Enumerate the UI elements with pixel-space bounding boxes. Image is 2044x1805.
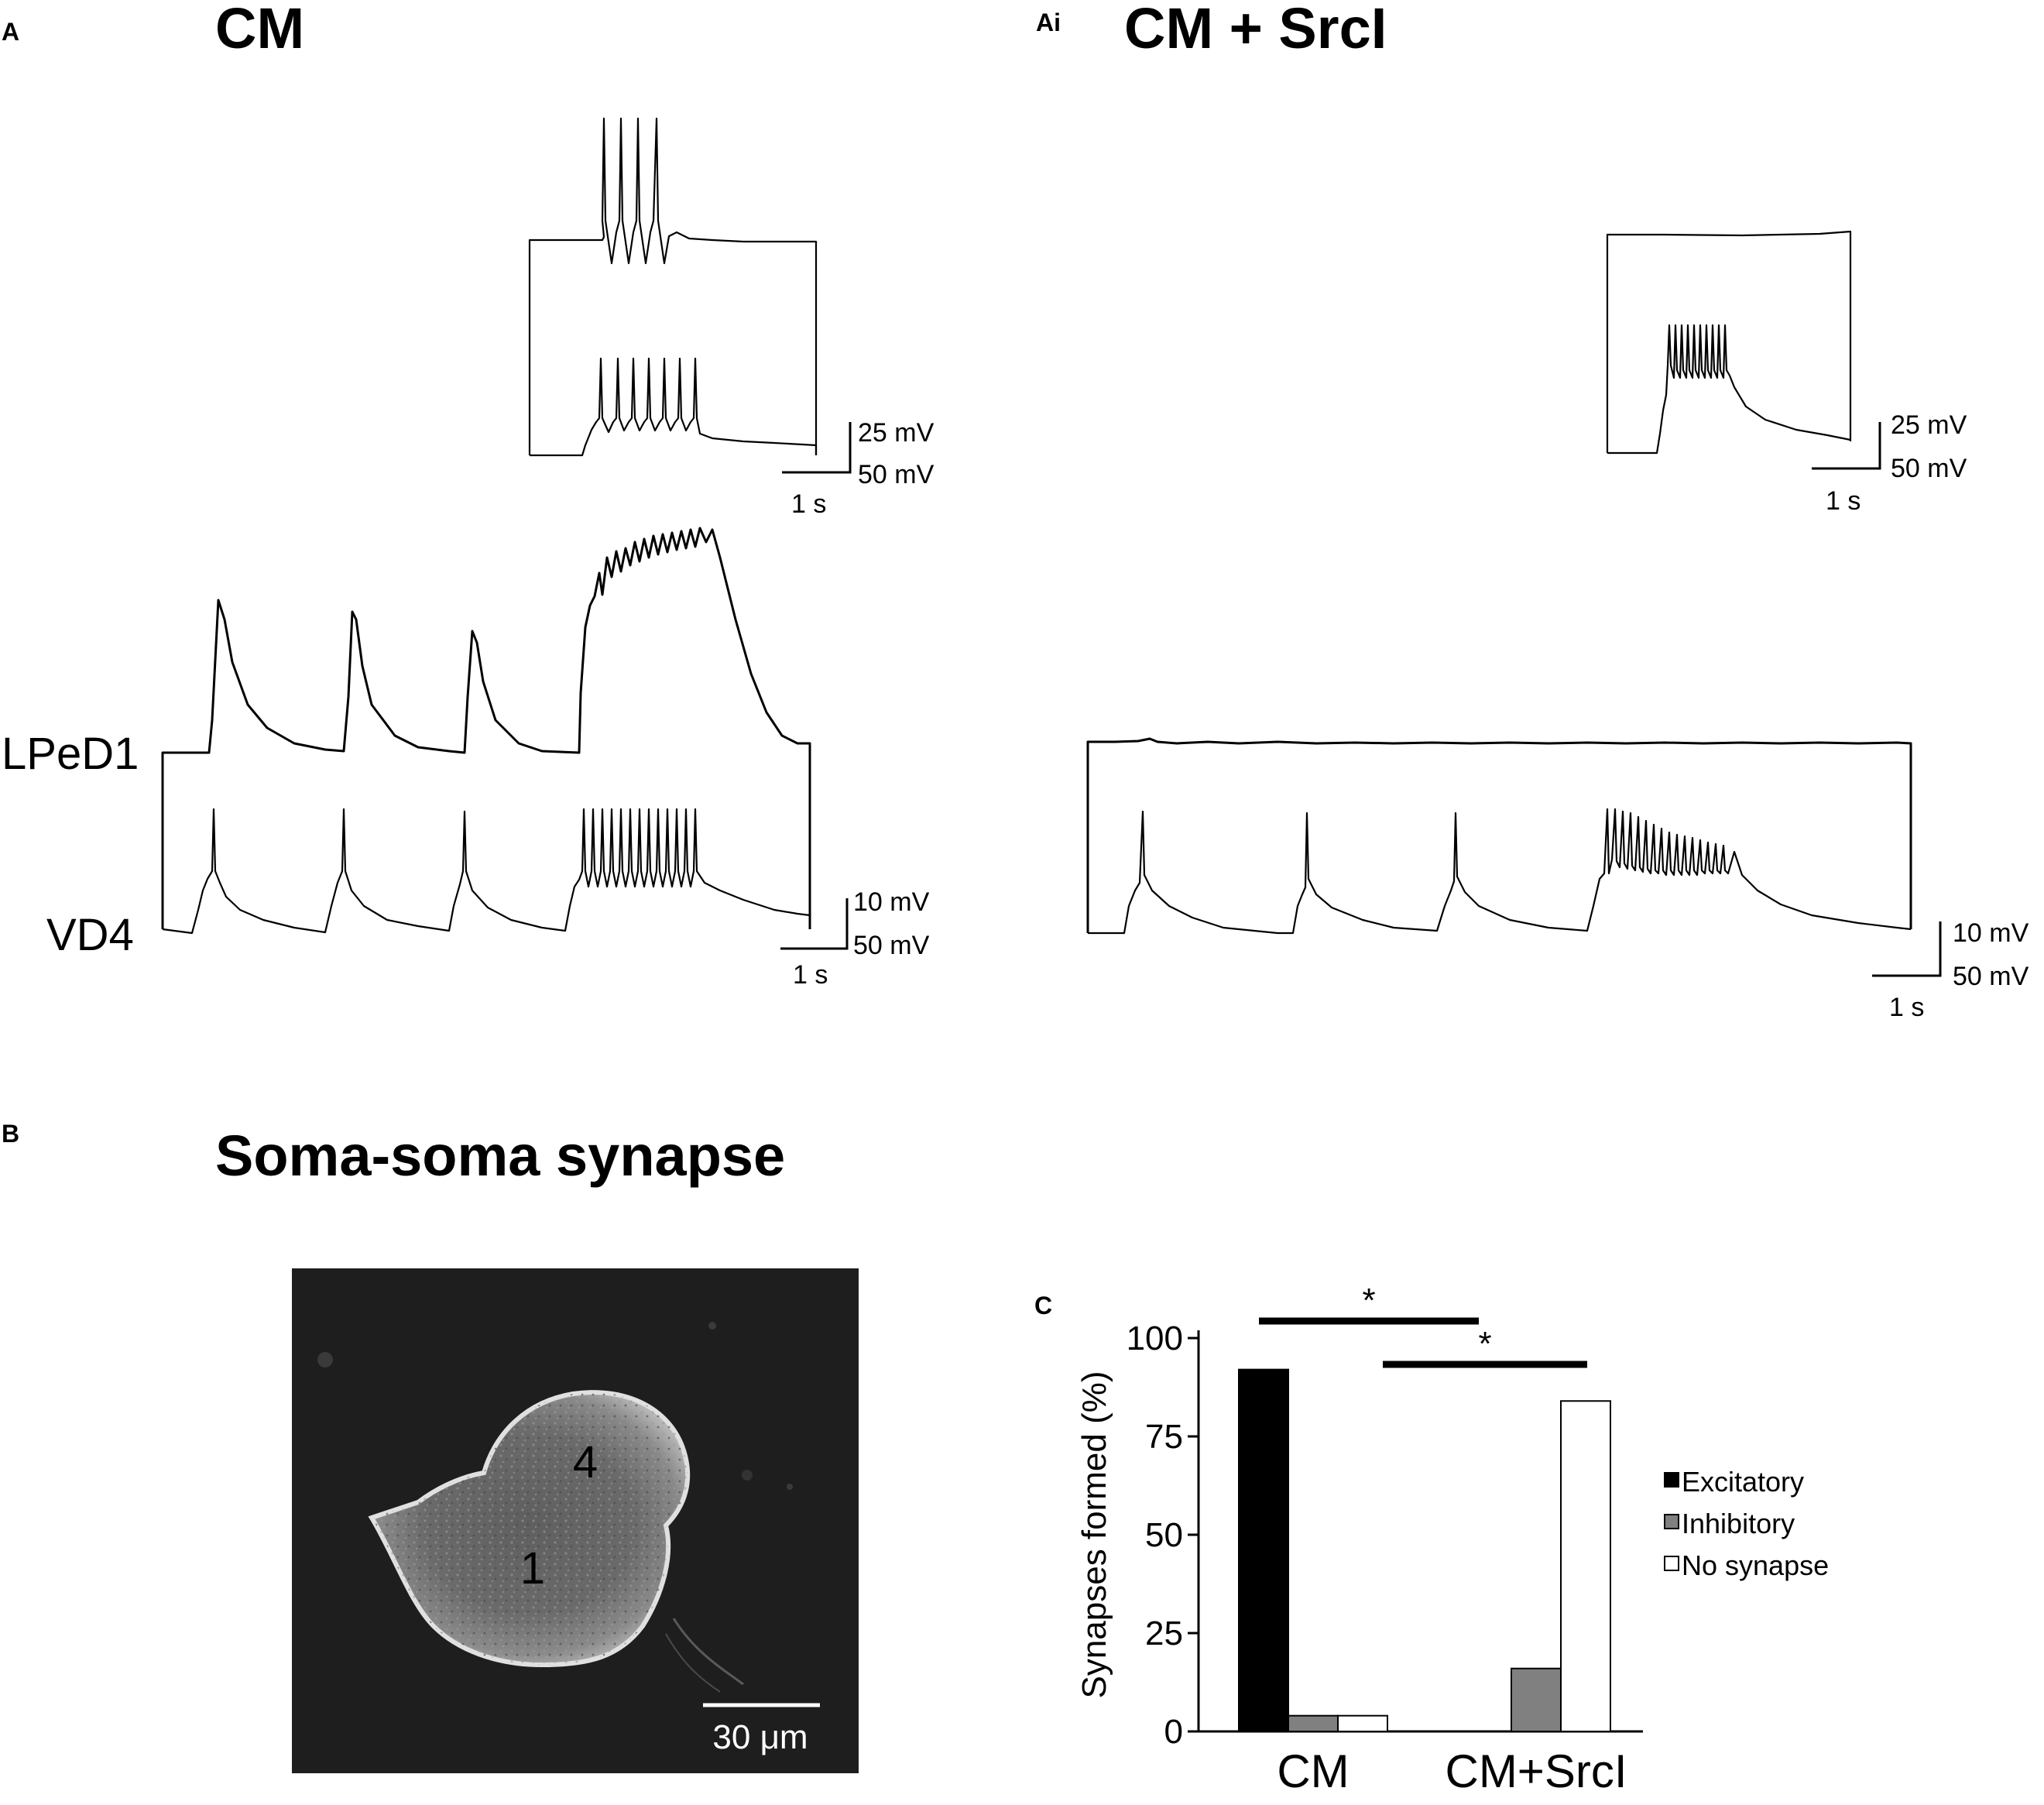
lped1-trace-bottom-a	[161, 527, 811, 929]
cell-number-1: 1	[520, 1543, 545, 1594]
panel-title-b: Soma-soma synapse	[215, 1124, 785, 1188]
y-axis-label: Synapses formed (%)	[1075, 1371, 1113, 1698]
scale-label-ai-bottom-v2: 50 mV	[1953, 962, 2029, 991]
panel-letter-ai: Ai	[1036, 9, 1061, 36]
vd4-trace-bottom-ai	[1088, 808, 1912, 935]
y-tick-label: 75	[1145, 1418, 1183, 1456]
y-tick-label: 25	[1145, 1615, 1183, 1652]
micrograph: 4 1 30 μm	[292, 1268, 859, 1773]
vd4-trace-bottom-a	[162, 808, 811, 935]
legend-swatch	[1664, 1514, 1679, 1529]
vd4-trace-top-a	[530, 357, 818, 457]
scale-label-ai-top-v2: 50 mV	[1891, 454, 1967, 483]
panel-letter-a: A	[2, 18, 19, 46]
panel-letter-c: C	[1034, 1292, 1052, 1319]
scale-bar-a-bottom: 10 mV 50 mV 1 s	[780, 887, 930, 990]
scale-label-a-bottom-t: 1 s	[793, 960, 828, 990]
scale-bar-ai-top: 25 mV 50 mV 1 s	[1812, 410, 1967, 516]
scale-label-ai-bottom-v1: 10 mV	[1953, 918, 2029, 948]
panel-title-ai: CM + SrcI	[1124, 0, 1387, 60]
cell-label-lped1: LPeD1	[2, 729, 139, 779]
legend-label: Excitatory	[1682, 1466, 1804, 1498]
scale-bar-ai-bottom: 10 mV 50 mV 1 s	[1872, 918, 2029, 1022]
panel-title-a: CM	[215, 0, 304, 60]
lped1-trace-top-ai	[1606, 230, 1852, 453]
x-category-label: CM+SrcI	[1445, 1745, 1627, 1797]
scale-label-ai-top-v1: 25 mV	[1891, 410, 1967, 440]
y-tick-label: 0	[1164, 1713, 1183, 1751]
scale-label-a-bottom-v2: 50 mV	[853, 931, 930, 960]
significance-star: *	[1362, 1282, 1375, 1319]
scale-label-ai-bottom-t: 1 s	[1889, 993, 1924, 1022]
bar	[1511, 1667, 1562, 1732]
bar	[1560, 1400, 1611, 1733]
y-tick-label: 100	[1127, 1319, 1183, 1357]
x-category-label: CM	[1277, 1745, 1349, 1797]
panel-ai-top-traces	[1606, 230, 1852, 455]
scale-label-a-top-v1: 25 mV	[858, 418, 935, 448]
y-tick-label: 50	[1145, 1516, 1183, 1554]
bar	[1288, 1714, 1339, 1732]
vd4-trace-top-ai	[1607, 324, 1851, 455]
panel-letter-b: B	[2, 1120, 19, 1148]
bar	[1238, 1368, 1289, 1732]
lped1-trace-top-a	[528, 117, 818, 455]
scale-label-a-bottom-v1: 10 mV	[853, 887, 930, 917]
cell-number-4: 4	[573, 1437, 598, 1488]
panel-a-top-traces	[528, 117, 818, 457]
legend-swatch	[1664, 1472, 1679, 1488]
legend-swatch	[1664, 1556, 1679, 1571]
micrograph-scale-label: 30 μm	[712, 1718, 808, 1756]
lped1-trace-bottom-ai	[1086, 737, 1912, 933]
scale-label-a-top-t: 1 s	[791, 489, 826, 519]
scale-label-a-top-v2: 50 mV	[858, 460, 935, 489]
scale-label-ai-top-t: 1 s	[1826, 486, 1861, 516]
significance-star: *	[1478, 1325, 1491, 1363]
panel-a-bottom-traces	[161, 527, 811, 935]
scale-bar-a-top: 25 mV 50 mV 1 s	[782, 418, 935, 519]
legend-label: No synapse	[1682, 1549, 1829, 1581]
legend-label: Inhibitory	[1682, 1508, 1795, 1539]
cell-label-vd4: VD4	[46, 910, 134, 960]
panel-ai-bottom-traces	[1086, 737, 1912, 935]
bar	[1337, 1714, 1388, 1732]
